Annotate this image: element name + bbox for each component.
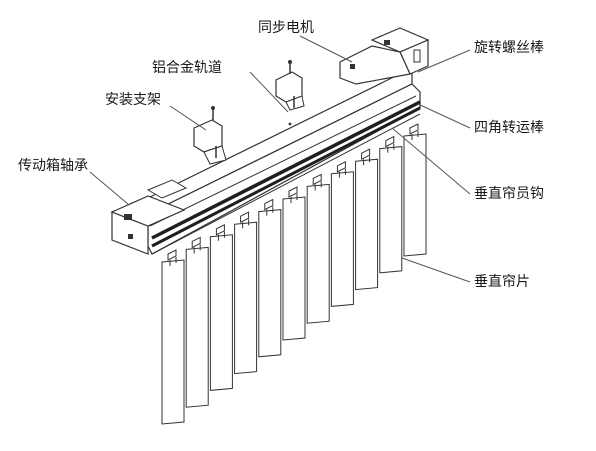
bracket-right-screw-head: [288, 60, 292, 64]
slat-hook-5: [264, 198, 274, 216]
slat-hook-4: [240, 211, 250, 229]
slat-hook-2: [191, 236, 201, 254]
motor-block: [339, 27, 430, 85]
rail-center-mark: [288, 122, 292, 126]
gearbox-cap-top: [146, 179, 188, 199]
slat-hook-11: [409, 123, 419, 140]
slat-hook-7: [312, 173, 322, 191]
motor-vent: [413, 49, 421, 63]
label-slat: 垂直帘片: [474, 274, 530, 290]
rail-stripe-lower: [151, 106, 421, 248]
leader-square-rod: [417, 103, 471, 129]
slat-5: [258, 209, 282, 358]
aluminum-rail: [111, 67, 421, 255]
slat-1: [161, 259, 185, 425]
label-bracket: 安装支架: [105, 92, 161, 108]
leader-hook: [391, 127, 471, 195]
slat-group: [161, 123, 427, 425]
slat-hook-3: [215, 223, 225, 241]
mounting-bracket-left: [193, 106, 227, 165]
rail-stripe-upper: [151, 100, 421, 240]
label-square-rod: 四角转运棒: [474, 120, 544, 136]
label-screw-rod: 旋转螺丝棒: [474, 40, 544, 56]
mounting-bracket-right: [275, 60, 305, 111]
leader-bracket: [169, 105, 207, 131]
slat-2: [185, 246, 209, 408]
slat-6: [282, 196, 306, 341]
gearbox-port: [124, 214, 132, 220]
slat-10: [379, 146, 403, 274]
gearbox-block: [110, 179, 188, 255]
label-motor: 同步电机: [258, 20, 314, 36]
bracket-right-arm: [285, 95, 305, 111]
slat-9: [355, 158, 379, 291]
slat-4: [234, 221, 258, 375]
slat-hook-6: [288, 186, 298, 203]
gearbox-port-small: [128, 234, 133, 239]
label-gearbox: 传动箱轴承: [18, 158, 88, 174]
label-rail: 铝合金轨道: [152, 60, 222, 76]
slat-hook-1: [167, 249, 177, 266]
slat-hook-10: [385, 135, 395, 153]
motor-port: [384, 40, 390, 45]
rail-bottom-edge: [151, 113, 421, 255]
label-hook: 垂直帘员钩: [474, 186, 544, 202]
slat-11: [403, 133, 427, 257]
slat-hook-9: [361, 148, 371, 166]
leader-rail: [249, 71, 289, 113]
leader-lines: [89, 35, 471, 283]
rail-inner-line: [149, 95, 417, 227]
bracket-left-screw-head: [211, 106, 215, 110]
slat-8: [330, 171, 354, 307]
leader-slat: [401, 257, 471, 283]
leader-gearbox: [89, 171, 129, 205]
motor-terminal: [350, 64, 355, 69]
leader-motor: [299, 35, 353, 63]
motor-side: [339, 45, 411, 85]
leader-screw-rod: [417, 49, 471, 73]
slat-3: [209, 234, 233, 391]
slat-7: [306, 183, 330, 324]
slat-hook-8: [336, 160, 346, 178]
